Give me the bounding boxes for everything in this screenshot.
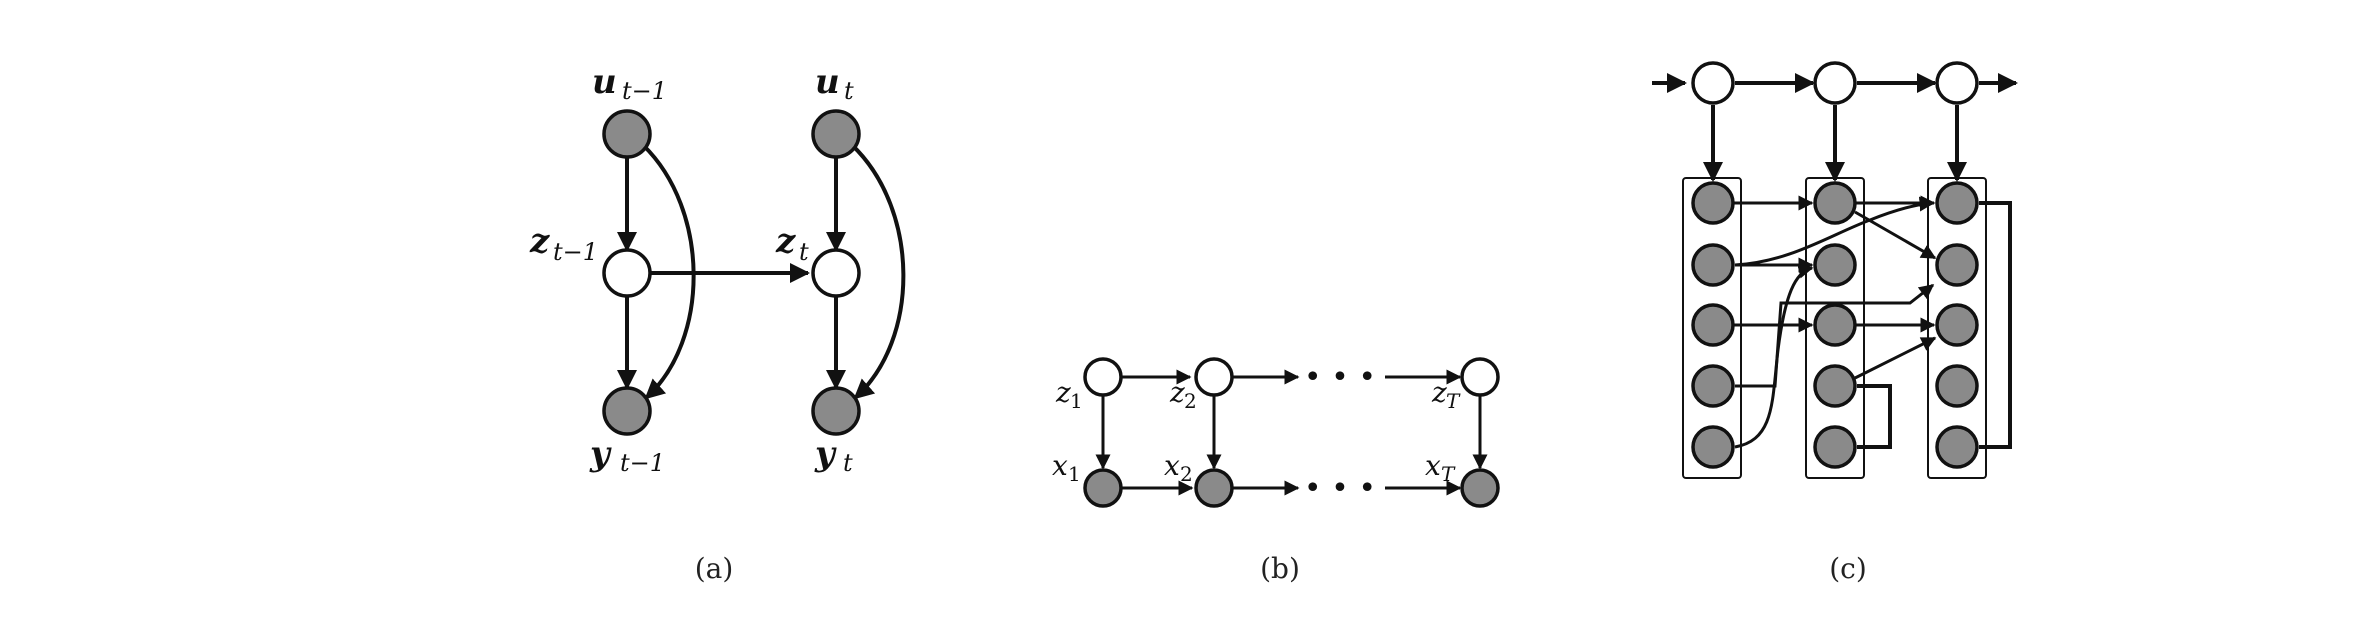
- edge-p1r4-p3r2: [1735, 283, 1935, 388]
- label-x1: x: [1052, 449, 1068, 482]
- label-x2-sub: 2: [1180, 462, 1193, 486]
- caption-c: (c): [1829, 552, 1867, 585]
- node-c-top-1: [1691, 61, 1735, 105]
- label-z-prev: z: [529, 221, 550, 261]
- label-x2: x: [1164, 449, 1180, 482]
- node-c-p3-r4: [1935, 364, 1979, 408]
- node-c-p2-r2: [1813, 243, 1857, 287]
- node-xT: [1460, 468, 1500, 508]
- label-xT-sub: T: [1441, 462, 1456, 486]
- edge-p1r2-p3r1: [1734, 196, 1935, 267]
- ellipsis-x: • • •: [1304, 471, 1376, 506]
- label-y-cur-sub: t: [843, 449, 853, 477]
- label-xT: x: [1425, 449, 1441, 482]
- label-u-cur-sub: t: [844, 77, 854, 105]
- label-u-prev: u: [592, 62, 617, 102]
- node-c-p1-r3: [1691, 303, 1735, 347]
- node-c-p2-r5: [1813, 425, 1857, 469]
- label-z-cur-sub: t: [799, 238, 809, 266]
- node-y-cur: [811, 386, 861, 436]
- bracket-p2r4-p2r5: [1857, 384, 1892, 449]
- label-zT: z: [1431, 376, 1447, 409]
- node-c-p3-r5: [1935, 425, 1979, 469]
- node-c-p3-r1: [1935, 181, 1979, 225]
- label-z-cur: z: [775, 221, 796, 261]
- node-c-p2-r3: [1813, 303, 1857, 347]
- node-z2: [1194, 357, 1234, 397]
- node-c-p2-r4: [1813, 364, 1857, 408]
- node-c-p1-r1: [1691, 181, 1735, 225]
- label-z2: z: [1169, 376, 1185, 409]
- edge-p2r4-p3r3: [1854, 336, 1937, 380]
- caption-a: (a): [695, 552, 734, 585]
- node-z-cur: [811, 248, 861, 298]
- label-z2-sub: 2: [1184, 389, 1197, 413]
- edge-u-cur-to-y-cur: [850, 143, 906, 400]
- panel-b: • • • • • • z 1 z 2 z T x 1 x 2 x T (b): [1052, 357, 1500, 585]
- node-z1: [1083, 357, 1123, 397]
- node-c-p3-r3: [1935, 303, 1979, 347]
- node-u-cur: [811, 109, 861, 159]
- node-c-p1-r4: [1691, 364, 1735, 408]
- node-c-top-2: [1813, 61, 1857, 105]
- bracket-p3r1-p3r5: [1979, 201, 2012, 449]
- panel-c: (c): [1652, 61, 2018, 585]
- node-c-p1-r5: [1691, 425, 1735, 469]
- label-u-prev-sub: t−1: [622, 77, 667, 105]
- edge-p2r1-p3r2: [1854, 210, 1937, 260]
- node-y-prev: [602, 386, 652, 436]
- node-c-top-3: [1935, 61, 1979, 105]
- node-c-p3-r2: [1935, 243, 1979, 287]
- label-y-cur: y: [814, 434, 837, 474]
- node-x1: [1083, 468, 1123, 508]
- node-u-prev: [602, 109, 652, 159]
- label-z-prev-sub: t−1: [553, 238, 598, 266]
- node-c-p1-r2: [1691, 243, 1735, 287]
- node-z-prev: [602, 248, 652, 298]
- node-c-p2-r1: [1813, 181, 1857, 225]
- caption-b: (b): [1260, 552, 1300, 585]
- label-zT-sub: T: [1446, 389, 1461, 413]
- node-x2: [1194, 468, 1234, 508]
- label-y-prev-sub: t−1: [620, 449, 665, 477]
- ellipsis-z: • • •: [1304, 360, 1376, 395]
- edge-p1r5-p2r2: [1734, 263, 1814, 449]
- node-zT: [1460, 357, 1500, 397]
- label-u-cur: u: [815, 62, 840, 102]
- label-z1: z: [1055, 376, 1071, 409]
- label-z1-sub: 1: [1070, 389, 1083, 413]
- label-x1-sub: 1: [1068, 462, 1081, 486]
- label-y-prev: y: [589, 434, 612, 474]
- panel-a: u t−1 u t z t−1 z t y t−1 y t (a): [529, 62, 906, 585]
